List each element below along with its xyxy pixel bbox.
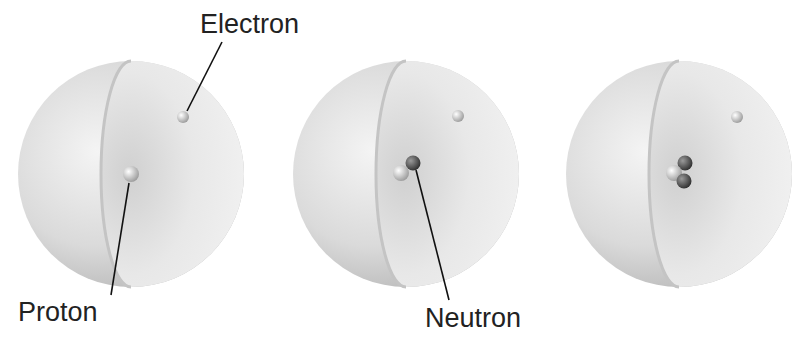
atom-sphere xyxy=(293,61,519,287)
electron-particle xyxy=(452,110,464,122)
atom-sphere xyxy=(18,61,244,287)
atom-sphere xyxy=(566,61,792,287)
leader-line xyxy=(187,42,222,111)
neutron-particle xyxy=(406,156,421,171)
proton-particle xyxy=(393,165,409,181)
leader-line xyxy=(416,170,449,300)
neutron-particle xyxy=(677,174,692,189)
leader-line xyxy=(111,183,129,295)
part-label: Electron xyxy=(200,10,299,40)
part-label: Proton xyxy=(18,298,98,328)
electron-particle xyxy=(177,111,189,123)
electron-particle xyxy=(731,111,743,123)
part-label: Neutron xyxy=(425,304,521,334)
proton-particle xyxy=(123,166,139,182)
